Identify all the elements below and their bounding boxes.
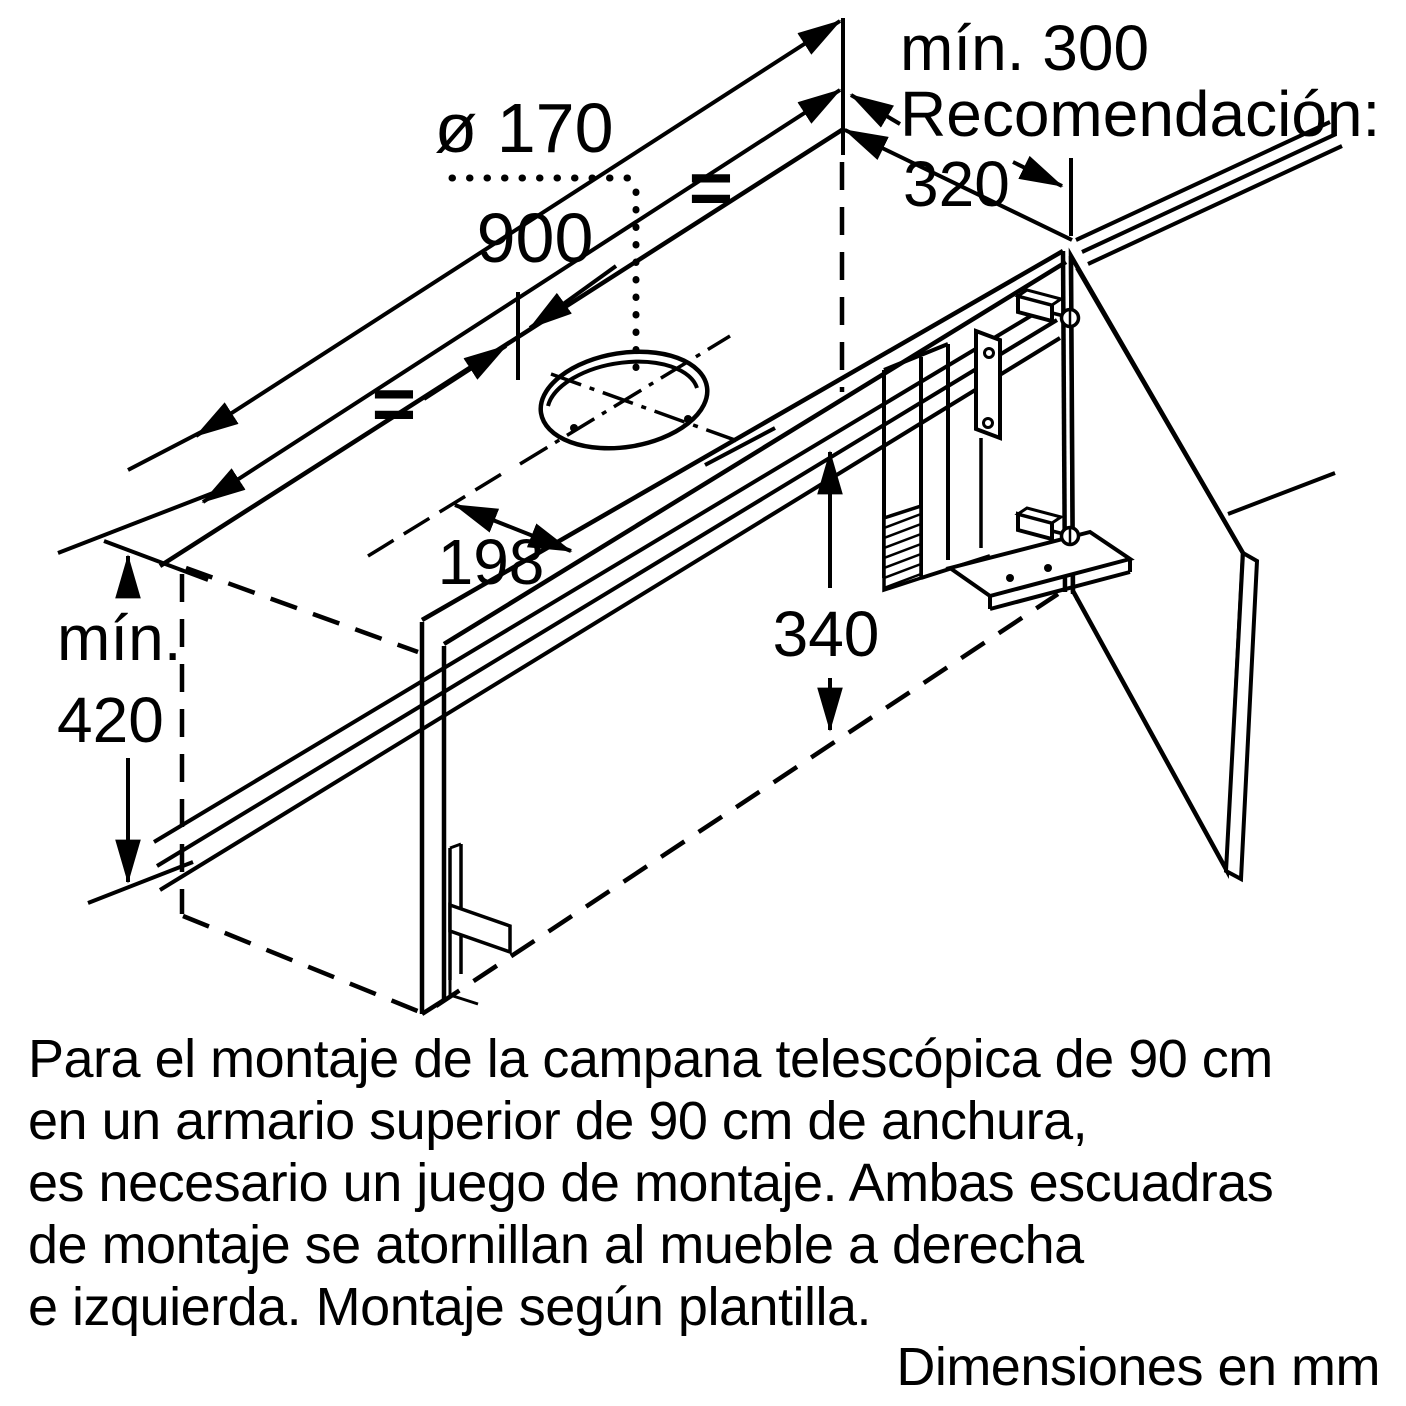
min300-leader [849, 93, 902, 128]
wall-strips [1075, 120, 1343, 516]
chassis-top-edge [883, 342, 949, 372]
interior-height-label: 340 [773, 598, 880, 670]
bracket-screw-hole-2 [982, 417, 994, 429]
recommendation-title-label: Recomendación: [900, 78, 1380, 150]
top-right-dimensions [843, 93, 1073, 242]
dim-line-total-width [201, 88, 842, 504]
rail-line-3 [158, 336, 1062, 892]
door-top-thickness [1075, 266, 1250, 564]
hood-rails [152, 300, 1062, 892]
cabinet-body [179, 162, 1207, 1016]
min-front-word-label: mín. [57, 602, 181, 674]
rail-line-2 [155, 318, 1059, 868]
tick-420-bottom [87, 860, 194, 905]
door-edge-strip [1223, 549, 1260, 883]
hidden-top-left-depth-edge [185, 565, 419, 655]
hole-screw-dot-right [684, 415, 692, 423]
tick-left-corner [57, 491, 214, 555]
fixing-block-upper [1014, 288, 1081, 329]
front-offset-label: 198 [438, 526, 545, 598]
caption-line: es necesario un juego de montaje. Ambas … [28, 1153, 1274, 1213]
shelf-screw-1 [1006, 574, 1014, 582]
hidden-bottom-front-edge [434, 592, 1060, 1008]
visor-hatching [883, 512, 922, 590]
recommendation-value-label: 320 [903, 148, 1010, 220]
caption-paragraph: Para el montaje de la campana telescópic… [28, 1028, 1400, 1338]
bracket-screw-hole-1 [983, 347, 995, 359]
caption-line: e izquierda. Montaje según plantilla. [28, 1277, 872, 1337]
wall-strip-1 [1075, 120, 1331, 242]
caption-line: Para el montaje de la campana telescópic… [28, 1029, 1273, 1089]
hood-interior [448, 288, 1135, 1006]
centre-arrow-right [528, 264, 618, 330]
rail-line-1 [152, 300, 1056, 844]
hole-screw-dot-left [570, 424, 578, 432]
fixing-block-lower [1014, 506, 1081, 547]
tick-left-depth [103, 539, 209, 582]
hole-centreline-b [550, 372, 747, 446]
min-front-value-label: 420 [57, 684, 164, 756]
leader-320 [1012, 155, 1064, 188]
hood-width-label: 900 [477, 199, 594, 277]
shelf-front-edge [989, 570, 1131, 611]
wall-strip-3 [1087, 144, 1343, 266]
wall-edge-right [1227, 471, 1336, 516]
hole-centre-tick [704, 426, 776, 467]
hole-inner-rim [546, 359, 699, 407]
centreline-extension [367, 468, 509, 558]
dim-line-320 [843, 128, 1073, 242]
mounting-bracket-plate [974, 328, 1002, 441]
cabinet-door-open [1068, 247, 1260, 883]
tick-left-upper [127, 428, 206, 472]
caption-line: de montaje se atornillan al mueble a der… [28, 1215, 1084, 1275]
hidden-bottom-left-edge [182, 913, 421, 1015]
hole-outer-rim [538, 349, 710, 451]
centre-arrow-left [422, 344, 508, 401]
min-front-height-dimension [87, 554, 194, 905]
min-clearance-top-label: mín. 300 [900, 12, 1149, 84]
left-panel-bottom-edge [420, 998, 446, 1016]
exhaust-hole [519, 334, 776, 467]
front-top-edge-2 [442, 260, 1068, 646]
wall-strip-2 [1081, 132, 1337, 254]
dimension-labels: ø 170 900 = = mín. 300 Recomendación: 32… [57, 12, 1380, 756]
equal-mark-right: = [689, 146, 733, 231]
units-note: Dimensiones en mm [896, 1337, 1380, 1397]
hole-diameter-leader [448, 174, 640, 376]
hole-diameter-label: ø 170 [435, 89, 614, 167]
caption-line: en un armario superior de 90 cm de anchu… [28, 1091, 1088, 1151]
left-panel-bracket [448, 842, 512, 1006]
front-top-edge-1 [420, 249, 1065, 622]
width-dimension-group [57, 18, 847, 582]
shelf-screw-2 [1044, 564, 1052, 572]
equal-mark-left: = [372, 362, 416, 447]
